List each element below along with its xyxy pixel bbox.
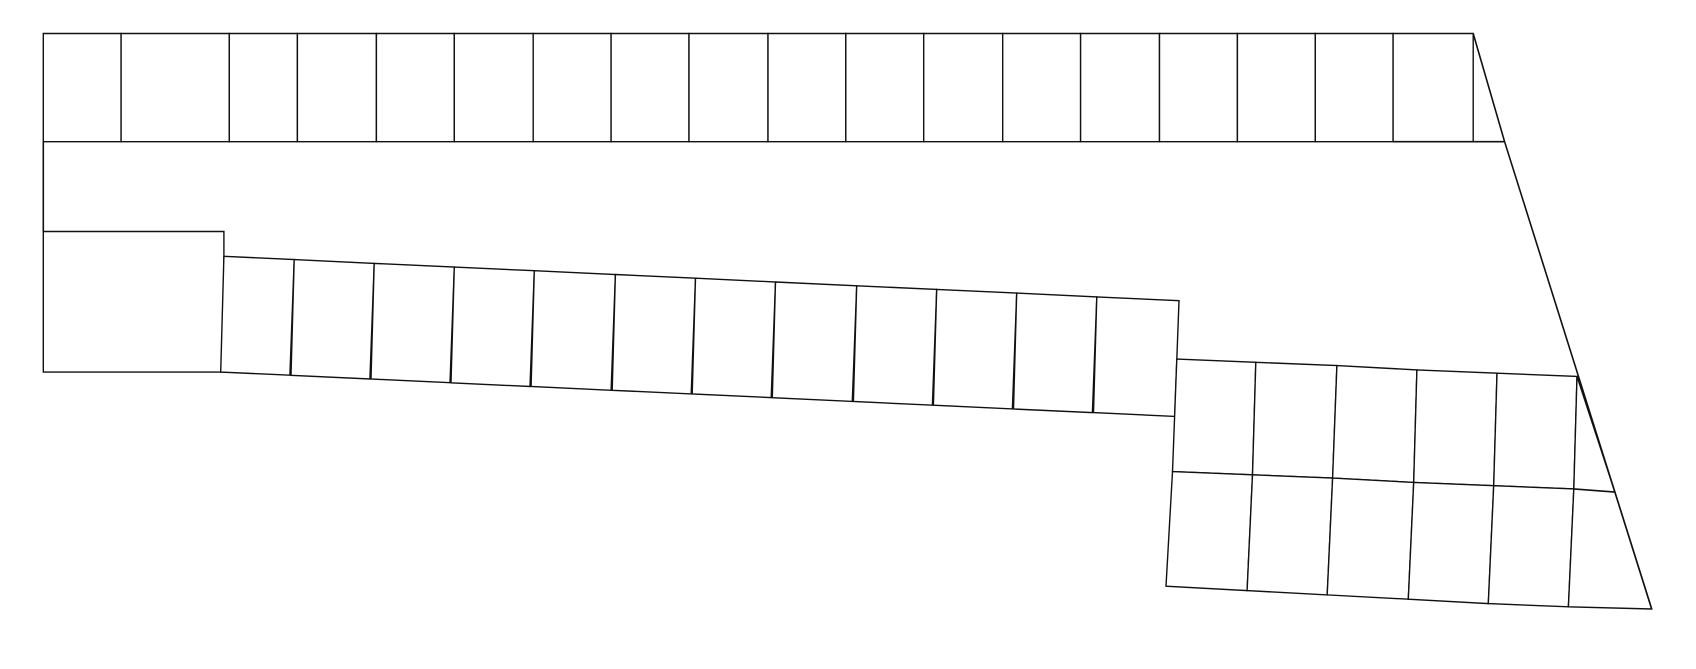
lot-26[interactable] [852, 285, 938, 406]
outline-corner-divider [1573, 488, 1615, 493]
lot-17[interactable] [42, 230, 225, 373]
lot-16-2[interactable] [120, 32, 231, 143]
lot-22[interactable] [530, 269, 617, 392]
lot-9[interactable] [767, 32, 847, 143]
lots-layer [42, 32, 1653, 610]
lot-4[interactable] [1158, 32, 1239, 143]
lot-24[interactable] [691, 277, 777, 399]
lot-27[interactable] [932, 288, 1018, 410]
site-outline [42, 33, 1653, 610]
lot-35[interactable] [1567, 376, 1653, 610]
lot-unnumbered-4[interactable] [1407, 481, 1495, 605]
lot-14[interactable] [375, 32, 455, 143]
lot-8[interactable] [845, 32, 925, 143]
lot-unnumbered-1[interactable] [1165, 470, 1254, 592]
lot-unnumbered-3[interactable] [1326, 477, 1415, 600]
lot-34[interactable] [1492, 372, 1578, 490]
lot-13[interactable] [453, 32, 534, 143]
lot-11[interactable] [610, 32, 690, 143]
lot-unnumbered-5[interactable] [1487, 484, 1575, 608]
lot-10[interactable] [688, 32, 769, 143]
lot-32[interactable] [1331, 364, 1418, 484]
lot-29[interactable] [1092, 296, 1180, 418]
lot-23[interactable] [611, 273, 697, 395]
lot-16-3[interactable] [42, 32, 122, 143]
lot-19[interactable] [290, 258, 375, 380]
lot-3[interactable] [1236, 32, 1317, 143]
lot-28[interactable] [1012, 292, 1098, 414]
lot-31[interactable] [1251, 361, 1338, 479]
lot-25[interactable] [771, 281, 858, 403]
lot-5[interactable] [1079, 32, 1161, 143]
lot-18[interactable] [219, 255, 295, 376]
lot-6[interactable] [1002, 32, 1082, 143]
lot-33[interactable] [1412, 369, 1498, 487]
lot-7[interactable] [923, 32, 1004, 143]
lot-15[interactable] [296, 32, 378, 143]
lot-21[interactable] [450, 266, 536, 388]
lot-20[interactable] [370, 262, 456, 384]
lot-2[interactable] [1314, 32, 1394, 143]
lot-30[interactable] [1171, 358, 1257, 476]
lot-16-1[interactable] [228, 32, 299, 143]
lot-1[interactable] [1392, 32, 1474, 143]
lot-12[interactable] [532, 32, 612, 143]
lot-unnumbered-2[interactable] [1246, 474, 1334, 596]
